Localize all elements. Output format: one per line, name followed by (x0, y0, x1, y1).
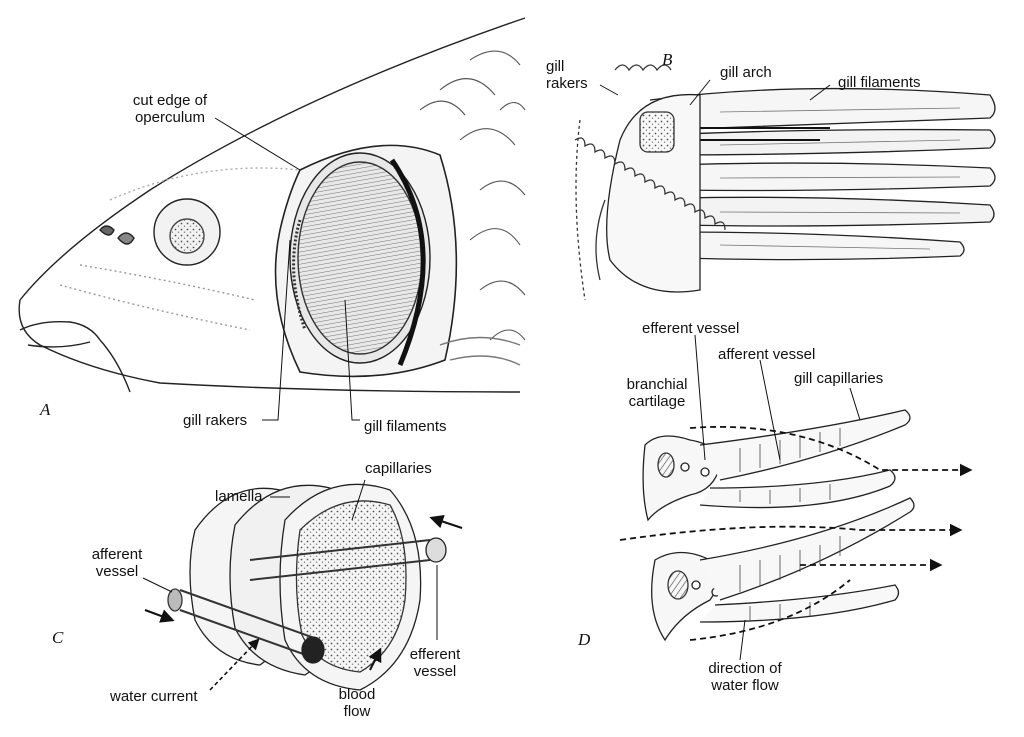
label-afferent-vessel-c: afferent vessel (91, 546, 143, 580)
gill-arch-drawing (574, 64, 996, 301)
label-lamella: lamella (215, 488, 263, 505)
label-efferent-vessel-c: efferent vessel (409, 646, 461, 680)
panel-b-letter: B (662, 50, 673, 69)
label-water-current: water current (110, 688, 198, 705)
label-gill-filaments-b: gill filaments (838, 74, 921, 91)
label-gill-arch: gill arch (720, 64, 772, 81)
fish-head-drawing (18, 17, 526, 421)
label-gill-capillaries: gill capillaries (794, 370, 884, 387)
label-efferent-vessel-d: efferent vessel (642, 320, 740, 337)
label-branchial-cartilage: branchial cartilage (626, 376, 688, 410)
label-direction-of-water-flow: direction of water flow (708, 660, 782, 694)
label-afferent-vessel-d: afferent vessel (718, 346, 816, 363)
label-cut-edge-of-operculum: cut edge of operculum (132, 92, 208, 126)
lamellae-drawing (142, 479, 463, 691)
label-gill-rakers-a: gill rakers (183, 412, 248, 429)
label-gill-rakers-b: gill rakers (546, 58, 588, 92)
label-capillaries: capillaries (365, 460, 432, 477)
panel-a-letter: A (40, 400, 51, 419)
filament-section-drawing (619, 334, 973, 661)
label-gill-filaments-a: gill filaments (364, 418, 447, 435)
panel-c-letter: C (52, 628, 64, 647)
panel-d-letter: D (578, 630, 591, 649)
label-blood-flow: blood flow (338, 686, 376, 720)
